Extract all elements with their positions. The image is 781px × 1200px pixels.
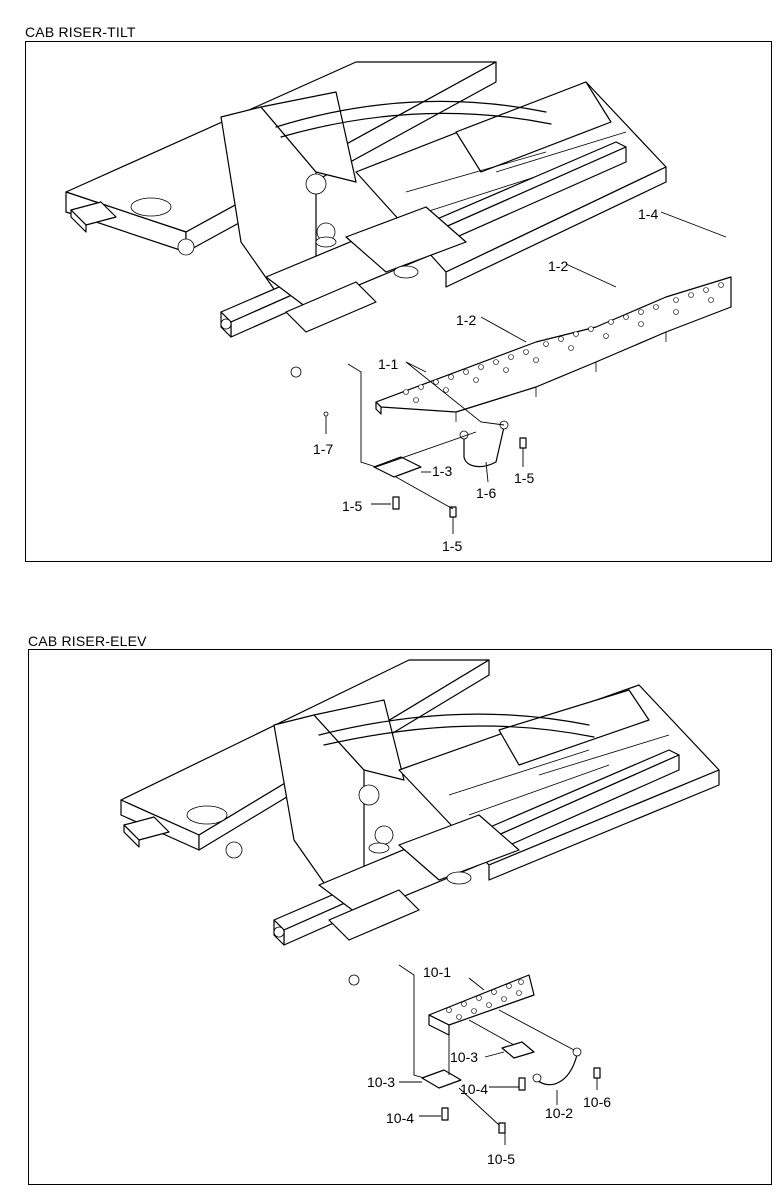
callout-10-2: 10-2 [545,1105,573,1121]
hardware-parts-elev [421,1041,601,1134]
callout-1-2-right: 1-2 [548,258,568,274]
callout-1-2-left: 1-2 [456,312,476,328]
callout-1-4: 1-4 [638,206,658,222]
step-plates [375,276,732,422]
callout-1-6: 1-6 [476,485,496,501]
callout-10-1: 10-1 [423,964,451,980]
frame-drawing-tilt: 1-4 1-2 1-2 1-1 1-7 1-3 1-6 1-5 1-5 1-5 [65,61,732,554]
section-title-elev: CAB RISER-ELEV [28,633,147,649]
diagram-panel-elev: 10-1 10-3 10-3 10-4 10-4 10-2 10-6 10-5 [28,649,772,1185]
leader-lines [325,211,727,534]
step-plate-elev [428,974,535,1036]
callout-1-7: 1-7 [313,441,333,457]
callout-10-3-left: 10-3 [367,1074,395,1090]
section-title-tilt: CAB RISER-TILT [25,24,136,40]
callout-1-1: 1-1 [378,356,398,372]
leader-lines-elev [398,964,598,1145]
callout-10-6: 10-6 [583,1094,611,1110]
callout-1-5-right: 1-5 [514,470,534,486]
callout-10-4-left: 10-4 [386,1110,414,1126]
callout-1-5-left: 1-5 [342,498,362,514]
upper-frame-assembly [65,61,667,378]
callout-1-3: 1-3 [432,463,452,479]
callout-10-5: 10-5 [487,1151,515,1167]
frame-drawing-elev: 10-1 10-3 10-3 10-4 10-4 10-2 10-6 10-5 [120,659,720,1167]
callout-10-4-right: 10-4 [460,1081,488,1097]
callout-1-5-bottom: 1-5 [442,538,462,554]
diagram-panel-tilt: 1-4 1-2 1-2 1-1 1-7 1-3 1-6 1-5 1-5 1-5 [25,41,772,562]
callout-10-3-right: 10-3 [450,1049,478,1065]
upper-frame-assembly-elev [120,659,720,986]
